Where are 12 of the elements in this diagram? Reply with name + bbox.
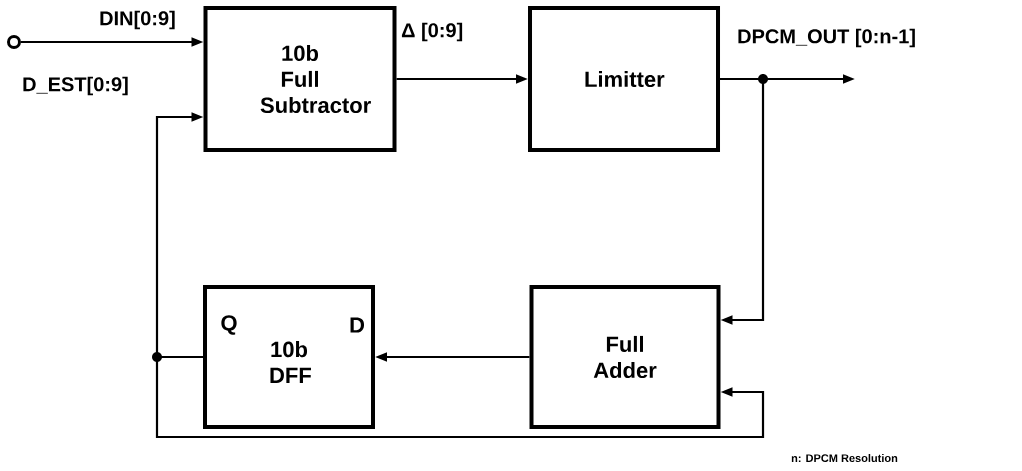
signal-label: DIN[0:9] <box>100 10 175 30</box>
block-box: Full Adder <box>529 285 721 429</box>
arrow <box>720 77 765 325</box>
signal-label: D_EST[0:9] <box>23 76 128 96</box>
block-box: 10b Full Subtractor <box>203 6 397 152</box>
note-text: n: DPCM Resolution <box>791 453 898 463</box>
signal-label: DPCM_OUT [0:n-1] <box>738 28 915 48</box>
signal-label: Δ [0:9] <box>401 22 463 42</box>
block-box: Q 10b DFF D <box>203 285 375 429</box>
block-box: Limitter <box>528 6 720 152</box>
arrow <box>155 355 765 439</box>
input-terminal <box>7 35 21 49</box>
